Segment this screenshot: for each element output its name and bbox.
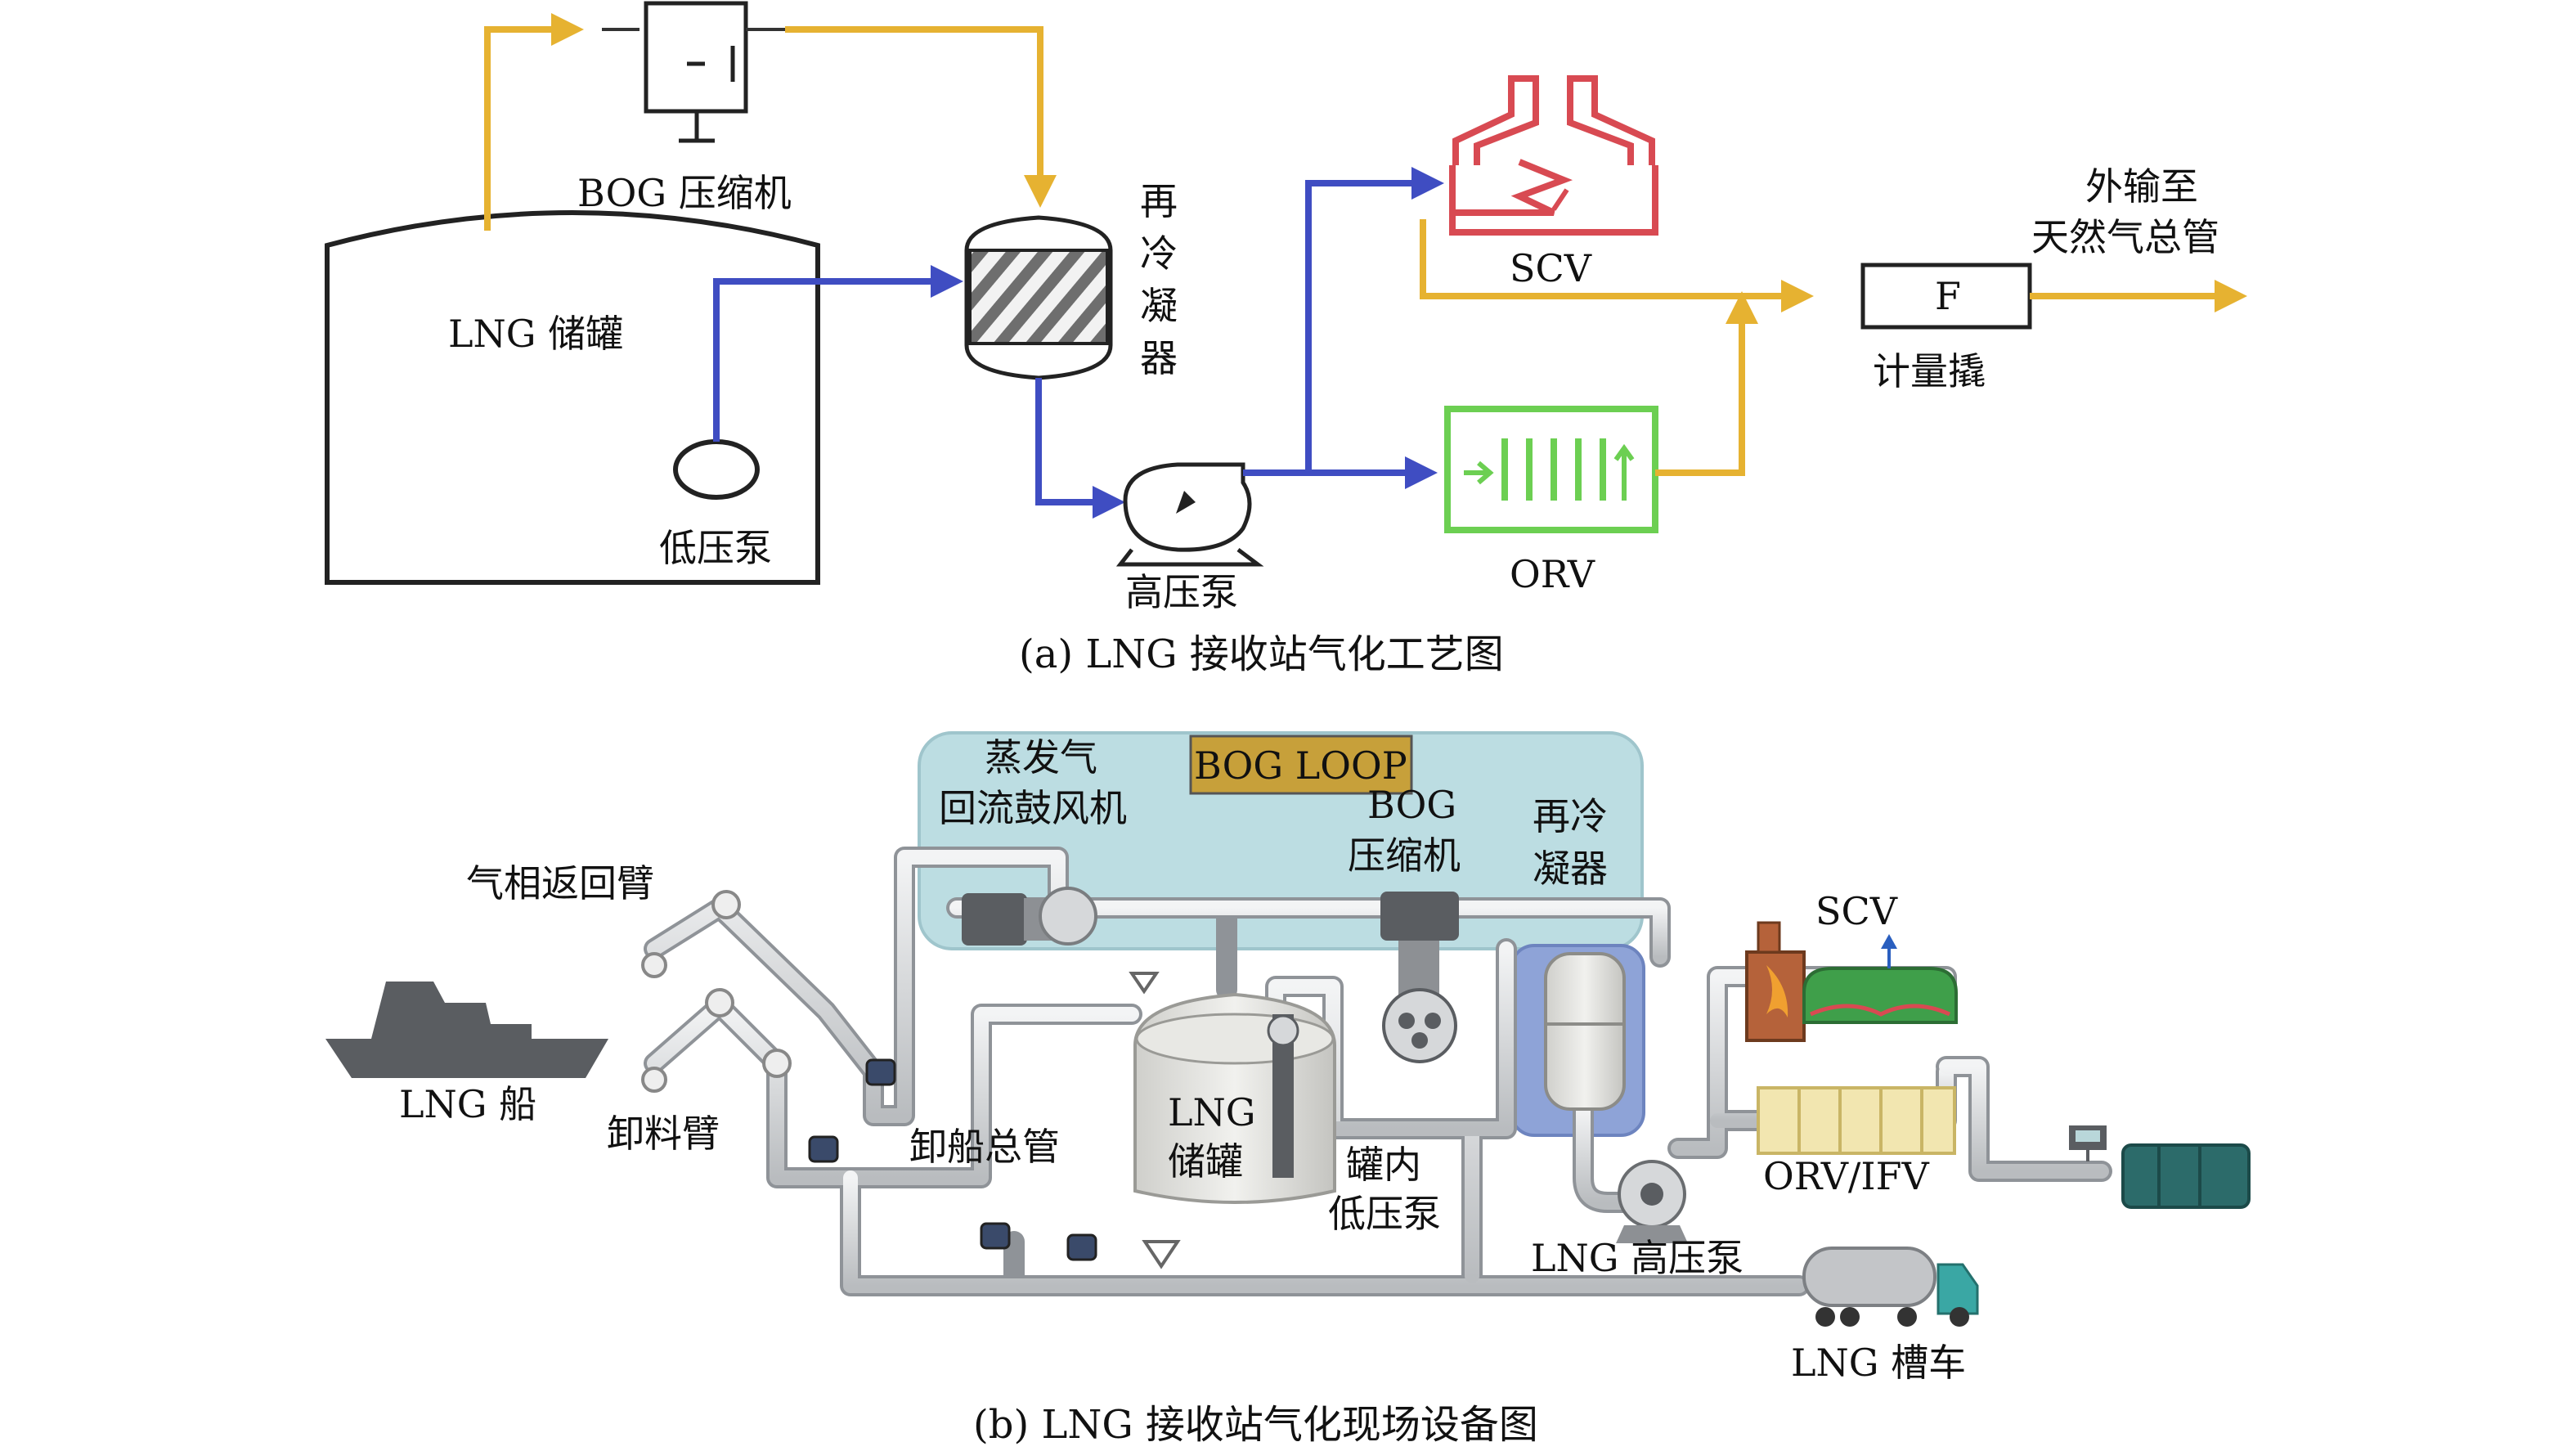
gas-line-from-orv xyxy=(1655,291,1758,476)
lng-truck-label: LNG 槽车 xyxy=(1791,1341,1966,1385)
svg-text:LNG: LNG xyxy=(1168,1090,1256,1134)
scv-label-a: SCV xyxy=(1510,246,1592,290)
recondenser-label-a: 再 冷 凝 器 xyxy=(1140,179,1178,380)
metering-skid-symbol: F xyxy=(1935,274,1961,318)
svg-text:天然气总管: 天然气总管 xyxy=(2031,215,2219,259)
scv-label-b: SCV xyxy=(1815,889,1898,933)
bog-loop-badge xyxy=(1189,734,1413,795)
unloading-arm-label: 卸料臂 xyxy=(607,1112,720,1156)
control-valve-icons xyxy=(1129,972,1181,1269)
in-tank-pump-icon xyxy=(1267,1014,1299,1178)
lng-truck-icon xyxy=(1802,1247,1979,1327)
high-pressure-pump-label: 高压泵 xyxy=(1125,570,1238,614)
svg-text:蒸发气: 蒸发气 xyxy=(985,735,1097,779)
scv-vaporizer-icon-b xyxy=(1745,921,1958,1042)
bog-loop-label: BOG LOOP xyxy=(1194,743,1407,788)
vapor-return-arm-icon xyxy=(641,890,741,978)
orv-vaporizer-icon-a xyxy=(1444,406,1658,533)
orv-ifv-label: ORV/IFV xyxy=(1763,1154,1930,1198)
bog-return-blower-icon xyxy=(962,887,1097,946)
lng-tank-label-a: LNG 储罐 xyxy=(448,312,623,356)
scv-vaporizer-icon-a xyxy=(1449,75,1658,236)
svg-text:凝: 凝 xyxy=(1140,284,1178,328)
bog-compressor-label-b: BOG 压缩机 xyxy=(1348,783,1461,878)
recondenser-icon-a xyxy=(964,215,1113,380)
unloading-header-label: 卸船总管 xyxy=(909,1125,1060,1169)
bog-loop-zone xyxy=(918,731,1644,950)
vapor-return-arm-label: 气相返回臂 xyxy=(466,861,654,905)
svg-text:器: 器 xyxy=(1140,336,1178,380)
svg-text:罐内: 罐内 xyxy=(1346,1143,1421,1187)
in-tank-pump-label: 罐内 低压泵 xyxy=(1328,1143,1441,1236)
lng-line-to-scv xyxy=(1305,167,1444,473)
valve-icons xyxy=(808,1058,1097,1261)
blower-label: 蒸发气 回流鼓风机 xyxy=(939,735,1127,830)
bog-compressor-label-a: BOG 压缩机 xyxy=(577,171,792,215)
svg-text:外输至: 外输至 xyxy=(2085,164,2198,209)
hp-pump-label-b: LNG 高压泵 xyxy=(1531,1236,1744,1280)
lng-ship-icon xyxy=(325,982,608,1078)
unloading-arm-icon xyxy=(641,988,792,1093)
bog-compressor-icon-b xyxy=(1380,892,1459,1063)
svg-text:冷: 冷 xyxy=(1140,231,1178,276)
lng-tank-label-b: LNG 储罐 xyxy=(1168,1090,1256,1184)
svg-text:BOG: BOG xyxy=(1367,783,1456,827)
svg-text:再: 再 xyxy=(1140,179,1178,223)
lng-line-to-recondenser xyxy=(713,265,963,442)
svg-text:凝器: 凝器 xyxy=(1533,847,1608,891)
orv-label-a: ORV xyxy=(1510,552,1595,596)
bog-line-to-recondenser xyxy=(785,26,1057,208)
bog-line-to-compressor xyxy=(484,13,584,231)
lng-line-to-hp-pump xyxy=(1035,378,1125,519)
high-pressure-pump-icon xyxy=(1115,462,1264,567)
recondenser-icon-b xyxy=(1544,952,1626,1111)
metering-skid-label: 计量撬 xyxy=(1873,349,1986,393)
export-label: 外输至 天然气总管 xyxy=(2031,164,2219,259)
pipe-network xyxy=(644,847,2112,1296)
svg-text:回流鼓风机: 回流鼓风机 xyxy=(939,786,1127,830)
part-b-equipment-layout: BOG LOOP 蒸发气 回流鼓风机 BOG 压缩机 再冷 凝器 xyxy=(325,731,2251,1448)
lng-ship-label: LNG 船 xyxy=(399,1082,536,1126)
hp-pump-icon-b xyxy=(1616,1160,1688,1243)
low-pressure-pump-icon xyxy=(673,439,760,500)
svg-text:低压泵: 低压泵 xyxy=(1328,1192,1441,1236)
metering-station-icon-b xyxy=(2069,1125,2251,1209)
part-a-process-flow: LNG 储罐 低压泵 BOG 压缩机 再 冷 凝 器 xyxy=(325,1,2247,677)
svg-text:再冷: 再冷 xyxy=(1533,794,1608,838)
bog-compressor-icon-a xyxy=(644,1,748,114)
recondenser-label-b: 再冷 凝器 xyxy=(1533,794,1608,891)
gas-line-from-scv xyxy=(1420,219,1814,312)
orv-ifv-icon xyxy=(1757,1086,1956,1155)
low-pressure-pump-label: 低压泵 xyxy=(659,526,772,570)
caption-a: (a) LNG 接收站气化工艺图 xyxy=(1019,631,1504,677)
caption-b: (b) LNG 接收站气化现场设备图 xyxy=(973,1402,1538,1448)
svg-text:压缩机: 压缩机 xyxy=(1348,833,1461,878)
svg-text:储罐: 储罐 xyxy=(1168,1139,1243,1184)
